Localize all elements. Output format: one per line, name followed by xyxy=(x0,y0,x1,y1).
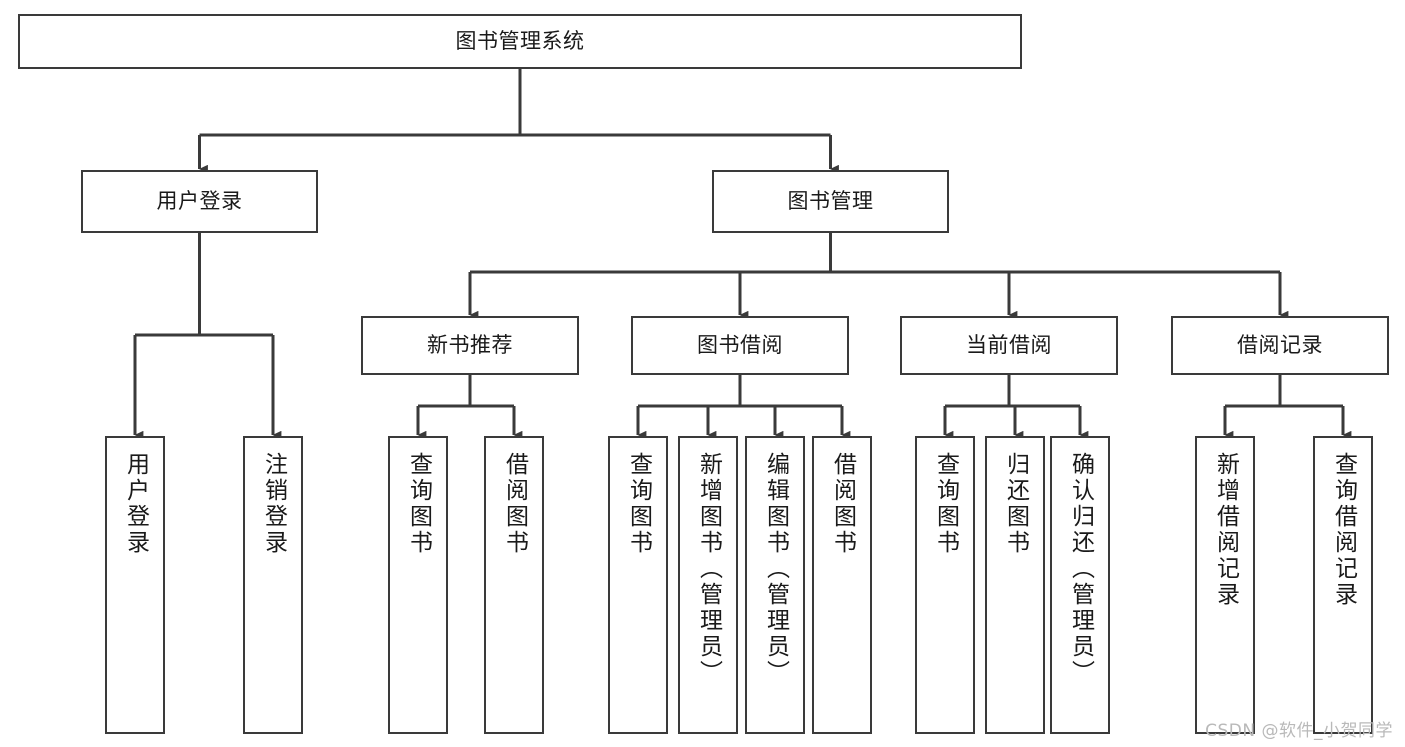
node-label-leaf11: 确认归还（管理员） xyxy=(1067,452,1094,686)
node-box-leaf3[interactable]: 查询图书 xyxy=(388,436,448,734)
node-box-bookmgmt[interactable]: 图书管理 xyxy=(712,170,949,233)
node-label-leaf3: 查询图书 xyxy=(405,452,432,556)
node-box-leaf8[interactable]: 借阅图书 xyxy=(812,436,872,734)
node-box-leaf11[interactable]: 确认归还（管理员） xyxy=(1050,436,1110,734)
node-box-leaf7[interactable]: 编辑图书（管理员） xyxy=(745,436,805,734)
node-box-leaf5[interactable]: 查询图书 xyxy=(608,436,668,734)
node-label-leaf7: 编辑图书（管理员） xyxy=(762,452,789,686)
node-box-leaf13[interactable]: 查询借阅记录 xyxy=(1313,436,1373,734)
node-box-leaf6[interactable]: 新增图书（管理员） xyxy=(678,436,738,734)
node-box-leaf2[interactable]: 注销登录 xyxy=(243,436,303,734)
node-label-borrow: 图书借阅 xyxy=(697,333,783,358)
watermark-text: CSDN @软件_小贺同学 xyxy=(1205,721,1393,741)
node-box-root[interactable]: 图书管理系统 xyxy=(18,14,1022,69)
node-label-root: 图书管理系统 xyxy=(455,29,585,54)
node-label-records: 借阅记录 xyxy=(1237,333,1323,358)
node-label-newbook: 新书推荐 xyxy=(427,333,513,358)
node-label-leaf1: 用户登录 xyxy=(122,452,149,556)
node-box-leaf4[interactable]: 借阅图书 xyxy=(484,436,544,734)
node-box-leaf12[interactable]: 新增借阅记录 xyxy=(1195,436,1255,734)
node-label-login: 用户登录 xyxy=(156,189,243,214)
node-box-records[interactable]: 借阅记录 xyxy=(1171,316,1389,375)
node-label-leaf13: 查询借阅记录 xyxy=(1330,452,1357,608)
node-label-leaf12: 新增借阅记录 xyxy=(1212,452,1239,608)
node-box-leaf10[interactable]: 归还图书 xyxy=(985,436,1045,734)
node-box-leaf1[interactable]: 用户登录 xyxy=(105,436,165,734)
node-box-borrow[interactable]: 图书借阅 xyxy=(631,316,849,375)
node-box-newbook[interactable]: 新书推荐 xyxy=(361,316,579,375)
node-label-leaf2: 注销登录 xyxy=(260,452,287,556)
node-label-bookmgmt: 图书管理 xyxy=(787,189,874,214)
node-label-leaf4: 借阅图书 xyxy=(501,452,528,556)
node-label-leaf9: 查询图书 xyxy=(932,452,959,556)
node-box-current[interactable]: 当前借阅 xyxy=(900,316,1118,375)
node-label-leaf5: 查询图书 xyxy=(625,452,652,556)
node-box-leaf9[interactable]: 查询图书 xyxy=(915,436,975,734)
node-label-leaf6: 新增图书（管理员） xyxy=(695,452,722,686)
node-label-leaf10: 归还图书 xyxy=(1002,452,1029,556)
node-label-current: 当前借阅 xyxy=(966,333,1052,358)
node-box-login[interactable]: 用户登录 xyxy=(81,170,318,233)
node-label-leaf8: 借阅图书 xyxy=(829,452,856,556)
